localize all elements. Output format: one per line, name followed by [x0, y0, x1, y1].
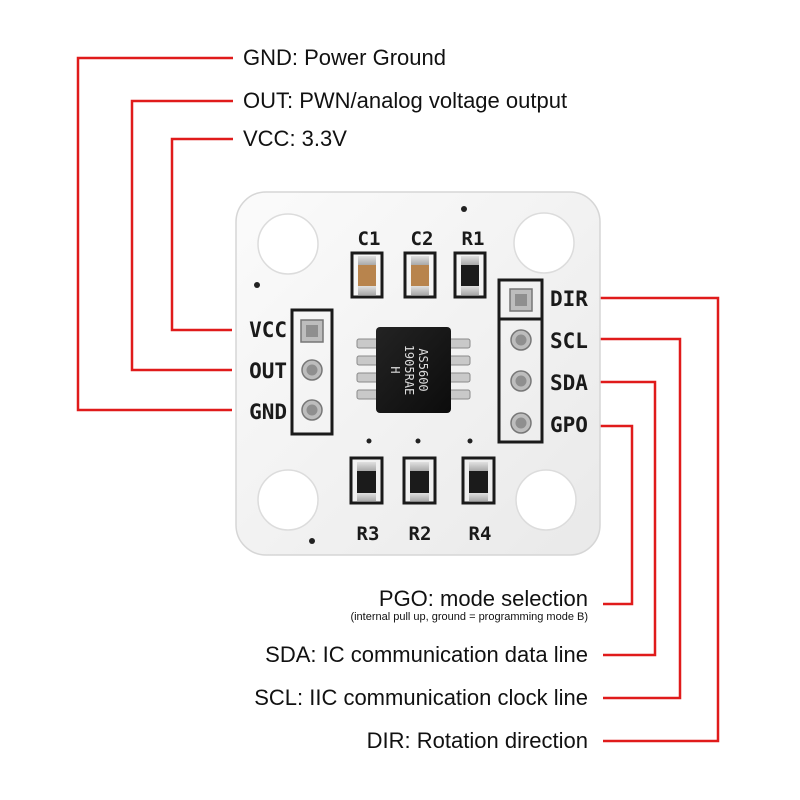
callout-scl: SCL: IIC communication clock line [254, 685, 588, 710]
component-c2 [403, 251, 437, 299]
top-components: C1 C2 R1 [350, 228, 487, 299]
callout-lines [76, 56, 720, 743]
mounting-hole-top-right [513, 212, 575, 274]
chip-text-line1: AS5600 [416, 348, 430, 391]
pin-label-gnd: GND [249, 400, 287, 424]
callout-pgo: PGO: mode selection [378, 586, 588, 611]
component-r3 [349, 456, 384, 505]
label-r2: R2 [409, 523, 432, 545]
component-r1 [453, 251, 487, 299]
label-c1: C1 [358, 228, 381, 250]
component-r2 [402, 456, 437, 505]
line-vcc [170, 137, 233, 332]
callout-vcc: VCC: 3.3V [243, 126, 347, 151]
line-sda [600, 380, 657, 657]
label-r1: R1 [462, 228, 485, 250]
pin-label-gpo: GPO [550, 413, 588, 437]
label-r4: R4 [469, 523, 492, 545]
line-pgo [600, 424, 634, 606]
chip-text-line2: 1905RAE [402, 345, 416, 396]
mounting-hole-bottom-left [257, 469, 319, 531]
left-pin-header [290, 308, 334, 436]
bottom-components: R3 R2 R4 [349, 456, 496, 545]
label-c2: C2 [411, 228, 434, 250]
callout-out: OUT: PWN/analog voltage output [243, 88, 568, 113]
pin-label-dir: DIR [550, 287, 588, 311]
line-scl [600, 337, 682, 700]
chip-text-line3: H [388, 366, 402, 373]
pin-label-vcc: VCC [249, 318, 287, 342]
right-pin-header [497, 278, 544, 444]
pin-label-scl: SCL [550, 329, 588, 353]
callout-dir: DIR: Rotation direction [366, 728, 588, 753]
callout-gnd: GND: Power Ground [243, 45, 446, 70]
component-r4 [461, 456, 496, 505]
pin-label-sda: SDA [550, 371, 588, 395]
line-out [130, 99, 233, 372]
component-c1 [350, 251, 384, 299]
callout-sda: SDA: IC communication data line [265, 642, 588, 667]
label-r3: R3 [357, 523, 380, 545]
pin-labels: VCC OUT GND DIR SCL SDA GPO [249, 287, 588, 437]
line-dir [600, 296, 720, 743]
callout-pgo-note: (internal pull up, ground = programming … [350, 611, 588, 623]
pin-label-out: OUT [249, 359, 287, 383]
mounting-hole-bottom-right [515, 469, 577, 531]
mounting-hole-top-left [257, 213, 319, 275]
as5600-chip: AS5600 1905RAE H [356, 327, 471, 413]
line-gnd [76, 56, 233, 412]
